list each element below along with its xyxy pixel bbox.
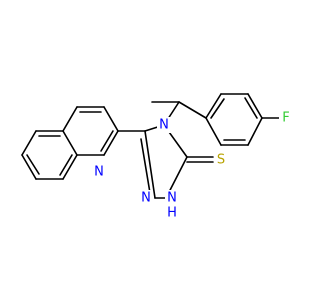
bond xyxy=(62,106,78,132)
bond xyxy=(247,117,263,146)
fluorine-label: F xyxy=(282,111,289,126)
atom-label-background xyxy=(165,205,179,221)
bond xyxy=(178,101,207,119)
bond xyxy=(140,138,151,194)
bond xyxy=(59,154,73,176)
bond-layer xyxy=(21,93,281,199)
triazole-h-label: H xyxy=(167,206,177,221)
bond xyxy=(210,98,225,119)
bond xyxy=(21,130,37,156)
bond xyxy=(26,154,40,175)
bond xyxy=(21,154,37,180)
molecule-structure: N N N N H S F xyxy=(21,93,293,221)
bond xyxy=(103,130,119,156)
atom-label-background xyxy=(214,152,228,168)
bond xyxy=(205,117,222,146)
bond xyxy=(205,93,222,119)
bond xyxy=(62,130,78,156)
atom-label-background xyxy=(165,190,179,206)
triazole-n4-label: N xyxy=(159,118,169,133)
triazole-n1-label: N xyxy=(167,191,177,206)
bond xyxy=(100,130,114,152)
bond xyxy=(103,106,119,132)
atom-label-background xyxy=(139,190,153,206)
atom-label-layer: N N N N H S F xyxy=(92,110,293,221)
bond xyxy=(244,97,258,119)
atom-label-background xyxy=(279,110,293,126)
bond xyxy=(62,154,78,180)
bond xyxy=(144,130,156,199)
quinoline-nitrogen-label: N xyxy=(94,165,104,180)
atom-label-background xyxy=(157,117,171,133)
atom-label-background xyxy=(92,164,106,180)
thione-sulfur-label: S xyxy=(217,153,225,168)
bond xyxy=(247,93,263,119)
triazole-n3-label: N xyxy=(141,191,151,206)
